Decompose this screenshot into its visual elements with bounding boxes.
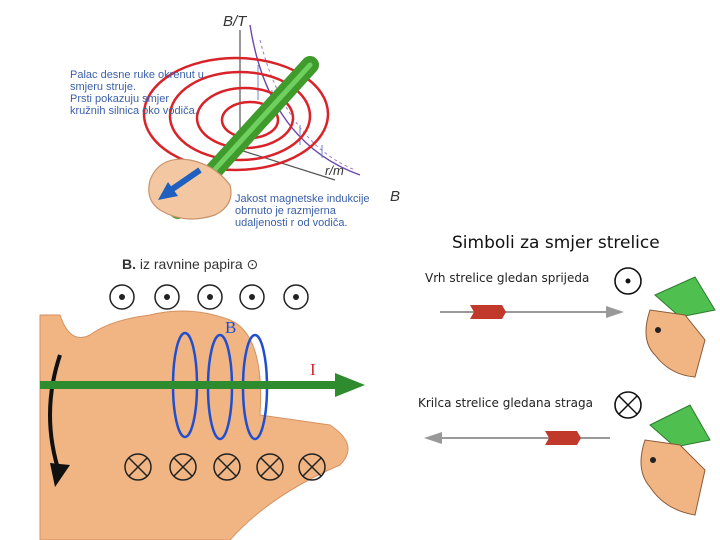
eye-icon	[650, 457, 656, 463]
caption-field-line: Jakost magnetske indukcije	[235, 193, 370, 205]
caption-thumb-line: kružnih silnica oko vodiča.	[70, 105, 204, 117]
hand-heading: B. iz ravnine papira ⊙	[122, 256, 258, 273]
arrow-symbols-title: Simboli za smjer strelice	[452, 233, 660, 253]
right-hand-rule-figure: B. iz ravnine papira ⊙	[30, 250, 375, 540]
arrowhead-left	[424, 432, 442, 444]
fletching-right	[470, 305, 506, 319]
current-label: I	[310, 360, 316, 380]
caption-field-line: udaljenosti r od vodiča.	[235, 217, 370, 229]
hat-icon	[650, 405, 710, 447]
b-variable-label: B	[390, 188, 400, 205]
out-of-page-symbol-icon: ⊙	[247, 256, 259, 272]
arrow-tip-dot	[626, 279, 631, 284]
archer-back	[641, 405, 710, 515]
caption-thumb-line: Prsti pokazuju smjer	[70, 93, 204, 105]
caption-thumb: Palac desne ruke okrenut u smjeru struje…	[70, 69, 204, 117]
hand-illustration	[30, 275, 375, 540]
out-of-page-dots	[119, 294, 299, 300]
arrowhead-right	[606, 306, 624, 318]
axis-b-label: B/T	[223, 16, 246, 28]
hand-heading-text: iz ravnine papira	[140, 256, 243, 272]
face-icon	[646, 310, 705, 377]
b-field-label: B	[225, 318, 236, 338]
caption-field-line: obrnuto je razmjerna	[235, 205, 370, 217]
face-icon	[641, 440, 705, 515]
eye-icon	[655, 327, 661, 333]
hand-heading-letter: B.	[122, 256, 136, 272]
hat-icon	[655, 277, 715, 317]
caption-thumb-line: Palac desne ruke okrenut u	[70, 69, 204, 81]
archer-front	[646, 277, 715, 377]
caption-thumb-line: smjeru struje.	[70, 81, 204, 93]
conductor-arrow-head	[335, 373, 365, 397]
fletching-left	[545, 431, 581, 445]
caption-field: Jakost magnetske indukcije obrnuto je ra…	[235, 193, 370, 229]
wire-field-figure: B/T r/m Palac desne ruke okrenut u smjer…	[60, 10, 410, 245]
arrow-symbols-illustration	[410, 255, 720, 540]
axis-r-label: r/m	[325, 165, 344, 177]
